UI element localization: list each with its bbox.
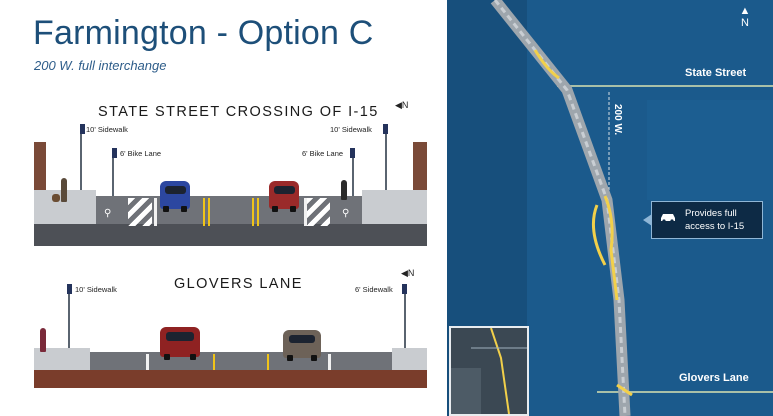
state-street-map-label: State Street xyxy=(685,67,747,79)
bridge-deck xyxy=(34,224,427,246)
bike-icon: ⚲ xyxy=(104,208,112,219)
lane-line-white xyxy=(304,198,307,226)
interchange-ramp xyxy=(533,49,560,80)
sign-flag xyxy=(112,148,117,158)
north-arrow-icon: ◀ xyxy=(395,100,402,110)
bridge-wall-right xyxy=(413,142,427,202)
glovers-sidewalk-right xyxy=(392,348,427,370)
map-north-letter: N xyxy=(741,17,749,29)
bridge-wall-left xyxy=(34,142,46,202)
sign-pole xyxy=(404,286,406,352)
sign-flag xyxy=(350,148,355,158)
interchange-ramp xyxy=(591,204,607,266)
car-red xyxy=(269,181,299,212)
north-arrow-icon: ◀ xyxy=(401,268,408,278)
center-line-yellow xyxy=(257,198,259,226)
lane-line-white xyxy=(146,354,149,370)
glovers-lane-heading: GLOVERS LANE xyxy=(174,276,303,292)
pedestrian xyxy=(40,328,46,352)
glovers-ground xyxy=(34,370,427,388)
right-bike-lane-label: 6' Bike Lane xyxy=(302,149,344,158)
state-street-north-indicator: ◀N xyxy=(395,100,408,111)
bike-lane-buffer-right xyxy=(306,198,330,226)
dog xyxy=(52,194,60,202)
inset-map xyxy=(449,326,529,416)
car-gray xyxy=(283,330,321,361)
sidewalk-right xyxy=(362,190,427,224)
right-sidewalk-label: 10' Sidewalk xyxy=(330,125,372,134)
car-icon xyxy=(661,214,675,222)
sign-pole xyxy=(352,150,354,202)
callout-line-1: Provides full xyxy=(685,208,737,219)
glovers-left-sidewalk-label: 10' Sidewalk xyxy=(75,285,117,294)
north-letter: N xyxy=(407,268,415,278)
page-subtitle: 200 W. full interchange xyxy=(34,58,167,73)
aerial-map: ▲ N State Street 200 W. Glovers Lane Pro… xyxy=(447,0,773,416)
sign-pole xyxy=(68,286,70,352)
center-line-yellow xyxy=(252,198,254,226)
car-blue xyxy=(160,181,190,212)
access-callout: Provides full access to I-15 xyxy=(643,201,763,239)
state-street-heading: STATE STREET CROSSING OF I-15 xyxy=(98,104,379,120)
north-letter: N xyxy=(401,100,409,110)
bike-lane-buffer-left xyxy=(128,198,152,226)
sign-pole xyxy=(385,126,387,198)
center-line-yellow xyxy=(208,198,210,226)
bike-icon: ⚲ xyxy=(342,208,350,219)
glovers-north-indicator: ◀N xyxy=(401,268,414,279)
center-line-yellow xyxy=(213,354,215,370)
inset-map-graphics xyxy=(451,328,527,414)
pedestrian xyxy=(61,178,67,202)
center-line-yellow xyxy=(203,198,205,226)
glovers-lane-map-label: Glovers Lane xyxy=(679,372,749,384)
callout-line-2: access to I-15 xyxy=(685,221,745,232)
sign-flag xyxy=(383,124,388,134)
glovers-sidewalk-left xyxy=(34,348,90,370)
two-hundred-w-map-label: 200 W. xyxy=(612,104,623,136)
interchange-ramp xyxy=(603,195,619,301)
lane-line-white xyxy=(154,198,157,226)
page-title: Farmington - Option C xyxy=(33,14,374,52)
north-arrow-icon: ▲ xyxy=(739,5,751,17)
lane-line-white xyxy=(328,354,331,370)
sign-pole xyxy=(112,150,114,202)
sign-flag xyxy=(402,284,407,294)
sign-pole xyxy=(80,126,82,198)
sign-flag xyxy=(67,284,72,294)
left-sidewalk-label: 10' Sidewalk xyxy=(86,125,128,134)
car-red xyxy=(160,327,200,360)
left-bike-lane-label: 6' Bike Lane xyxy=(120,149,162,158)
cyclist xyxy=(341,180,347,200)
sign-flag xyxy=(80,124,85,134)
map-north-indicator: ▲ N xyxy=(738,5,752,30)
glovers-right-sidewalk-label: 6' Sidewalk xyxy=(355,285,393,294)
interchange-ramp xyxy=(616,383,633,397)
center-line-yellow xyxy=(267,354,269,370)
glovers-lane-roadway xyxy=(90,352,392,372)
